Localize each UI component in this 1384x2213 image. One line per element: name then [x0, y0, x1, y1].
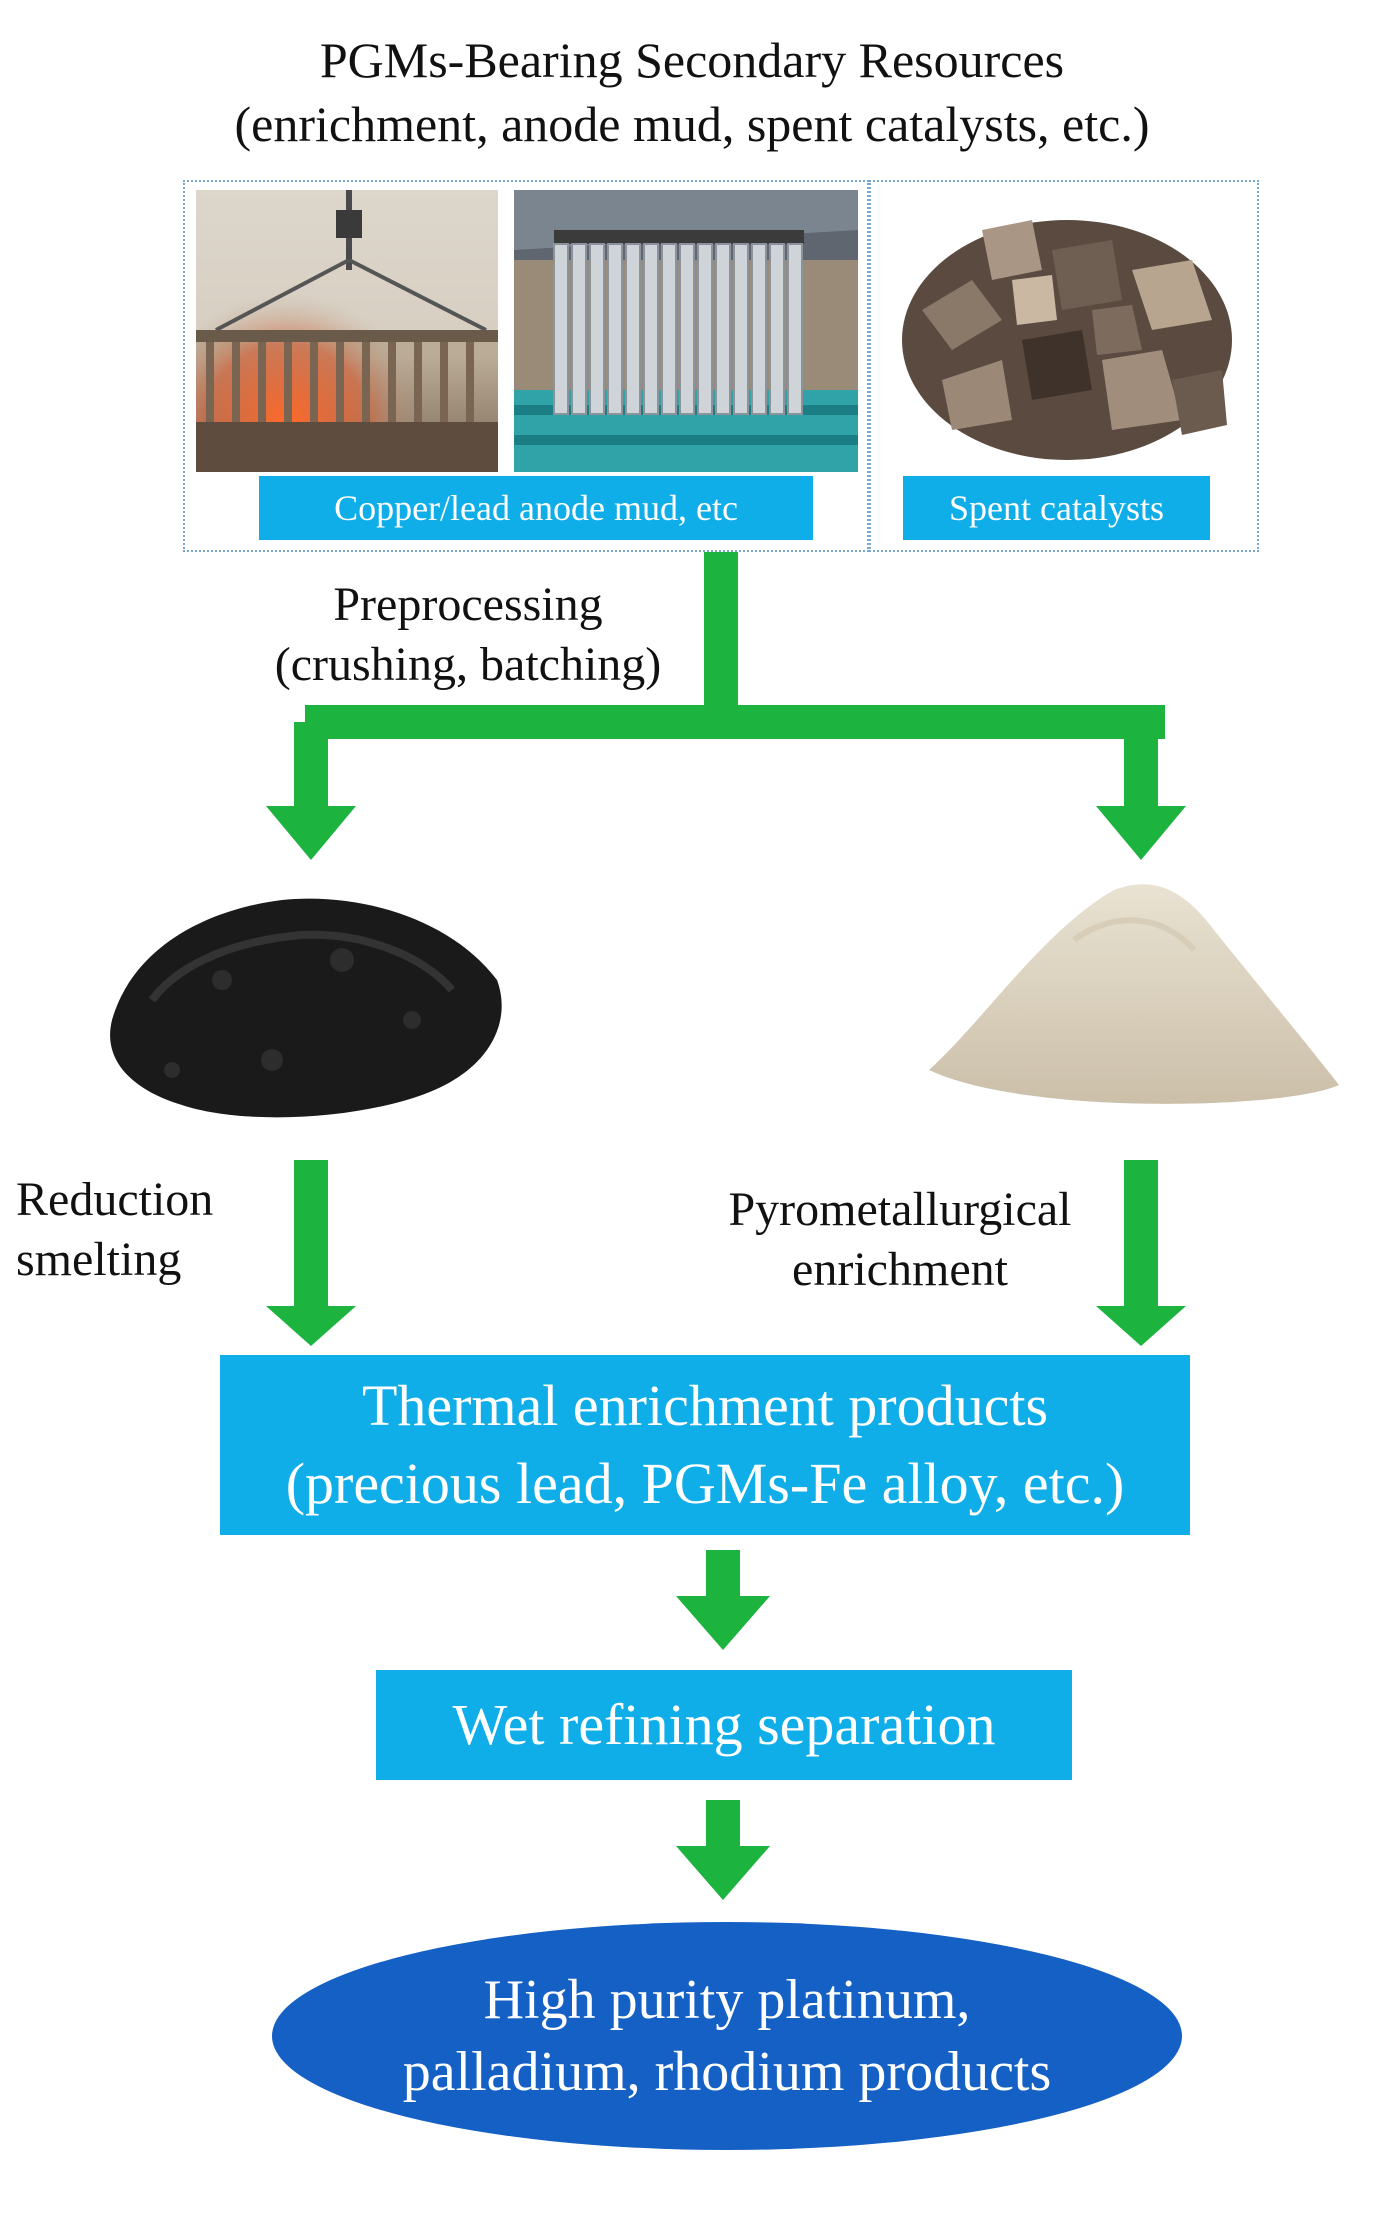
left-branch-arrowhead [266, 806, 356, 860]
preprocessing-line-1: Preprocessing [333, 578, 603, 631]
anode-mud-caption: Copper/lead anode mud, etc [259, 476, 813, 540]
wet-to-final-stem [706, 1800, 740, 1850]
pyrometallurgical-label: Pyrometallurgical enrichment [680, 1180, 1120, 1300]
pyro-line-2: enrichment [792, 1243, 1008, 1296]
split-bar [305, 705, 1165, 739]
pyro-line-1: Pyrometallurgical [728, 1183, 1072, 1236]
trunk-arrow-stem [704, 552, 738, 722]
reduction-arrowhead [266, 1306, 356, 1346]
thermal-enrichment-box: Thermal enrichment products (precious le… [220, 1355, 1190, 1535]
preprocessing-line-2: (crushing, batching) [274, 638, 662, 691]
wet-refining-box: Wet refining separation [376, 1670, 1072, 1780]
diagram-title: PGMs-Bearing Secondary Resources (enrich… [0, 28, 1384, 156]
reduction-smelting-label: Reduction smelting [16, 1170, 266, 1290]
thermal-line-1: Thermal enrichment products [361, 1373, 1049, 1438]
final-products-ellipse: High purity platinum, palladium, rhodium… [272, 1922, 1182, 2150]
title-line-1: PGMs-Bearing Secondary Resources [319, 32, 1065, 88]
reduction-line-1: Reduction [16, 1173, 214, 1226]
pyro-arrowhead [1096, 1306, 1186, 1346]
preprocessing-label: Preprocessing (crushing, batching) [238, 575, 698, 695]
thermal-line-2: (precious lead, PGMs-Fe alloy, etc.) [285, 1451, 1125, 1516]
right-branch-stem [1124, 722, 1158, 808]
spent-catalysts-caption: Spent catalysts [903, 476, 1210, 540]
beige-powder-pile [924, 870, 1344, 1130]
right-branch-arrowhead [1096, 806, 1186, 860]
final-line-2: palladium, rhodium products [402, 2041, 1052, 2103]
spent-catalyst-photo [892, 190, 1242, 472]
title-line-2: (enrichment, anode mud, spent catalysts,… [234, 96, 1150, 152]
electrolysis-anode-photo [196, 190, 498, 472]
thermal-to-wet-arrowhead [676, 1596, 770, 1650]
electrolytic-cell-photo [514, 190, 858, 472]
pyro-arrow-stem [1124, 1160, 1158, 1310]
thermal-to-wet-stem [706, 1550, 740, 1600]
black-powder-pile [92, 870, 522, 1140]
reduction-line-2: smelting [16, 1233, 182, 1286]
final-line-1: High purity platinum, [483, 1969, 971, 2031]
reduction-arrow-stem [294, 1160, 328, 1310]
wet-to-final-arrowhead [676, 1846, 770, 1900]
anode-photo-frame [183, 180, 869, 552]
left-branch-stem [294, 722, 328, 808]
catalyst-photo-frame [869, 180, 1259, 552]
